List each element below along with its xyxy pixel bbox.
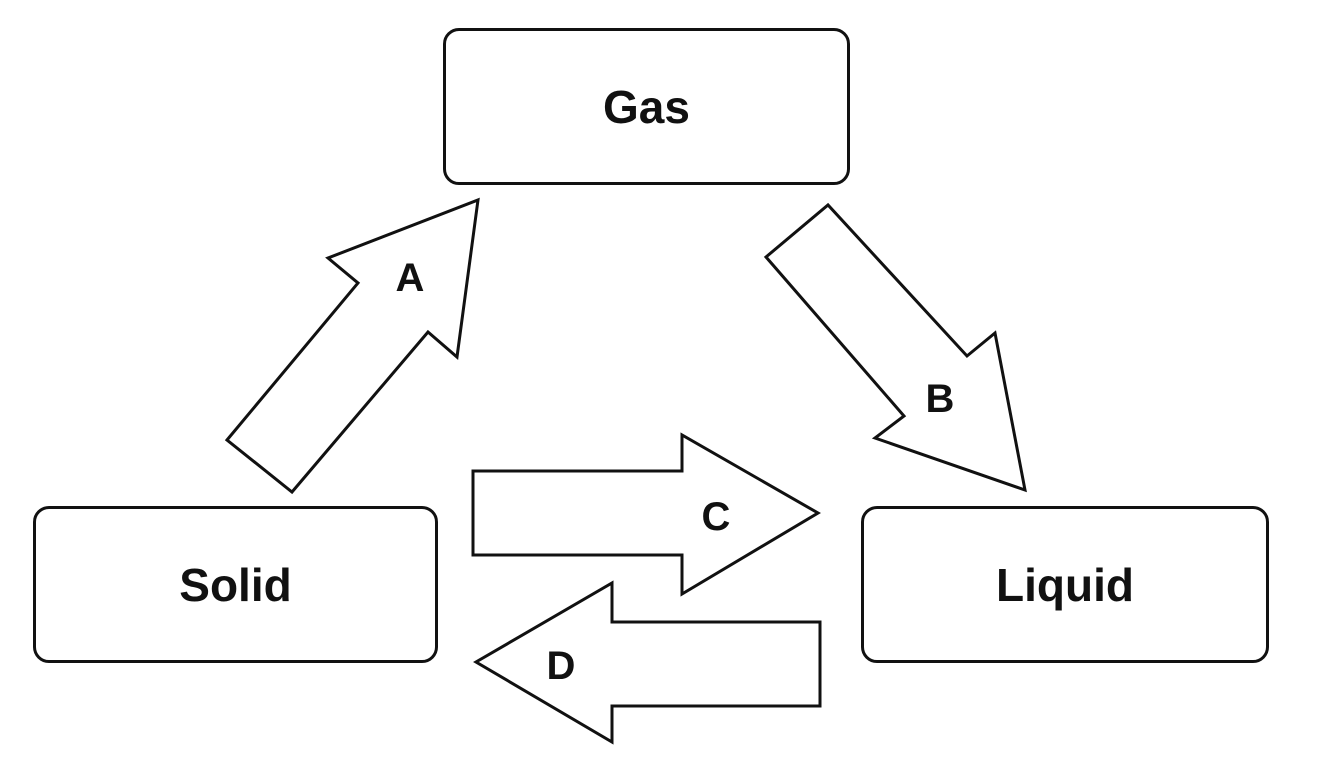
arrow-b-label: B: [926, 377, 955, 421]
arrow-a-label: A: [396, 256, 425, 300]
arrow-b: B: [763, 202, 1027, 493]
solid-label: Solid: [179, 558, 292, 611]
liquid-box: Liquid: [861, 506, 1269, 663]
arrow-a-shape: [224, 197, 480, 495]
arrow-d-label: D: [547, 644, 576, 688]
arrow-a: A: [224, 197, 480, 495]
liquid-label: Liquid: [996, 558, 1134, 611]
gas-label: Gas: [603, 80, 690, 133]
arrow-c-label: C: [702, 495, 731, 539]
arrow-d: D: [473, 580, 822, 745]
gas-box: Gas: [443, 28, 850, 185]
arrow-c-shape: [471, 432, 821, 597]
arrow-d-shape: [473, 580, 822, 745]
solid-box: Solid: [33, 506, 438, 663]
arrow-c: C: [471, 432, 821, 597]
arrow-b-shape: [763, 202, 1027, 493]
